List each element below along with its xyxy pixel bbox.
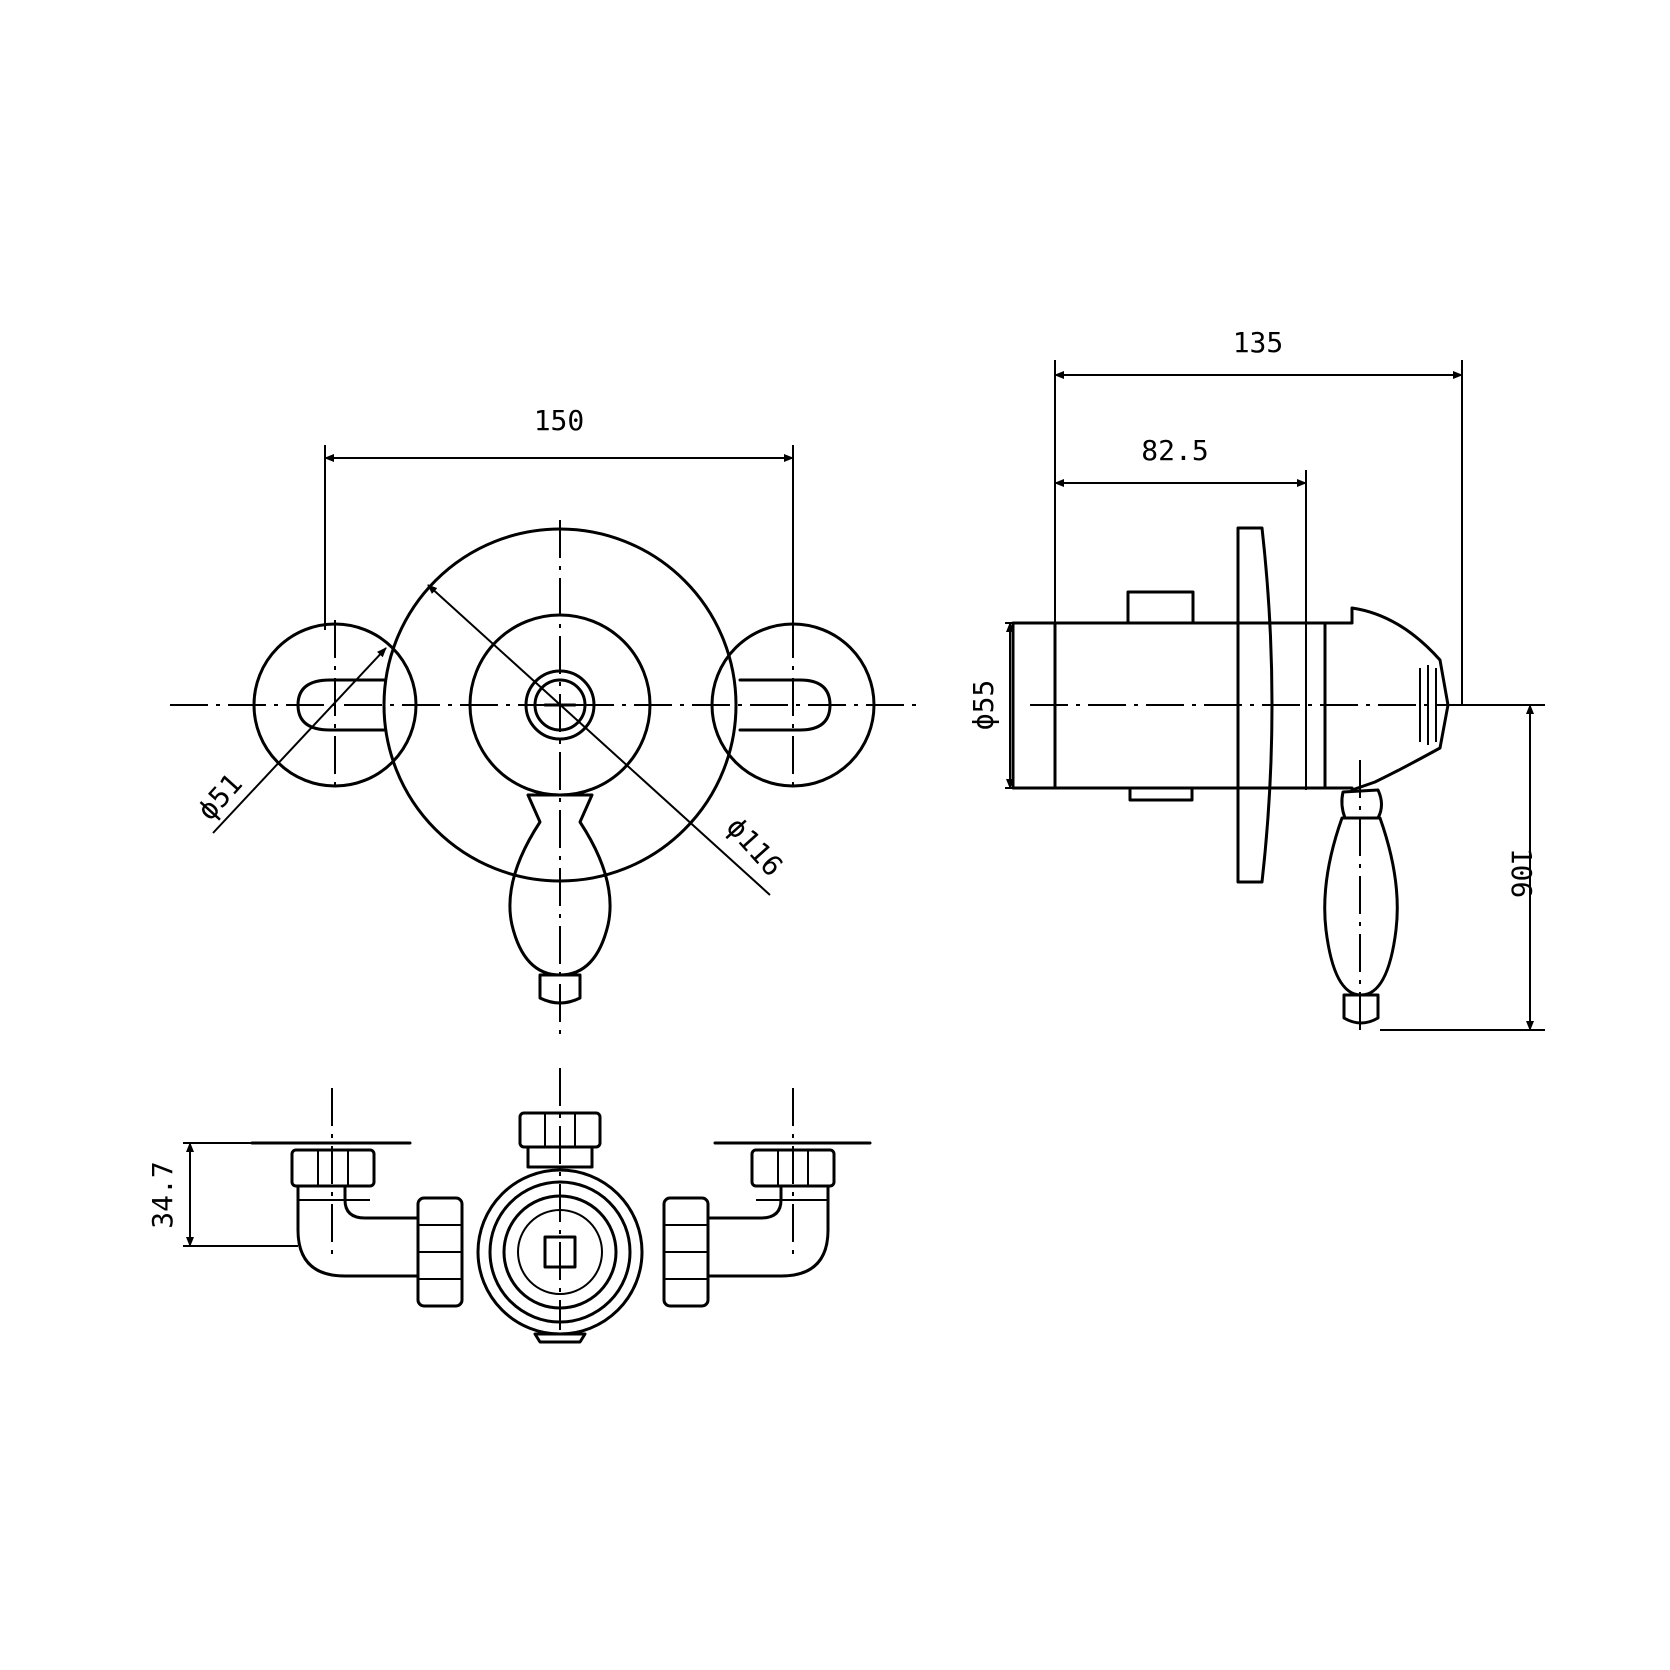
small-dia-label: ϕ51	[191, 767, 249, 827]
body-section-mid	[488, 1180, 632, 1324]
body-dia-label: ϕ55	[967, 680, 1000, 731]
bottom-view: 34.7	[146, 1068, 872, 1344]
main-escutcheon	[382, 527, 738, 883]
left-inlet-escutcheon	[252, 622, 418, 788]
wall-plate	[1236, 526, 1274, 884]
spindle-outer	[524, 669, 596, 741]
width-dim-label: 150	[534, 404, 585, 437]
top-nut	[1126, 590, 1195, 625]
left-elbow-outer	[296, 1184, 420, 1278]
bottom-nut	[1128, 786, 1194, 802]
side-lever-neck	[1340, 788, 1383, 820]
right-elbow-outer	[706, 1184, 830, 1278]
bottom-nut-section	[533, 1332, 587, 1344]
left-elbow-inner	[343, 1184, 420, 1220]
front-view: ϕ51 ϕ116 150	[170, 404, 920, 1035]
small-dia-leader	[212, 647, 387, 834]
lever-drop-label: 106	[1505, 848, 1538, 899]
left-inlet-nut	[290, 1148, 376, 1188]
right-elbow-inner	[706, 1184, 783, 1220]
lever-end-cap	[538, 973, 582, 1005]
right-inlet-arm	[738, 678, 832, 732]
side-view: ϕ55 135 82.5 106	[967, 326, 1545, 1035]
spindle-inner	[533, 678, 587, 732]
height-dim-label: 34.7	[146, 1161, 179, 1228]
spindle-square	[543, 1235, 577, 1269]
depth-plate-label: 82.5	[1141, 434, 1208, 467]
side-lever-cap	[1342, 993, 1380, 1025]
large-dia-leader	[427, 584, 771, 896]
depth-overall-label: 135	[1233, 326, 1284, 359]
right-inlet-nut	[750, 1148, 836, 1188]
bonnet	[1323, 606, 1450, 792]
left-inlet-arm	[296, 678, 386, 732]
outlet-collar	[526, 1145, 594, 1169]
body-section-core	[517, 1209, 603, 1295]
large-dia-label: ϕ116	[720, 811, 790, 883]
body-section-inner	[502, 1194, 618, 1310]
